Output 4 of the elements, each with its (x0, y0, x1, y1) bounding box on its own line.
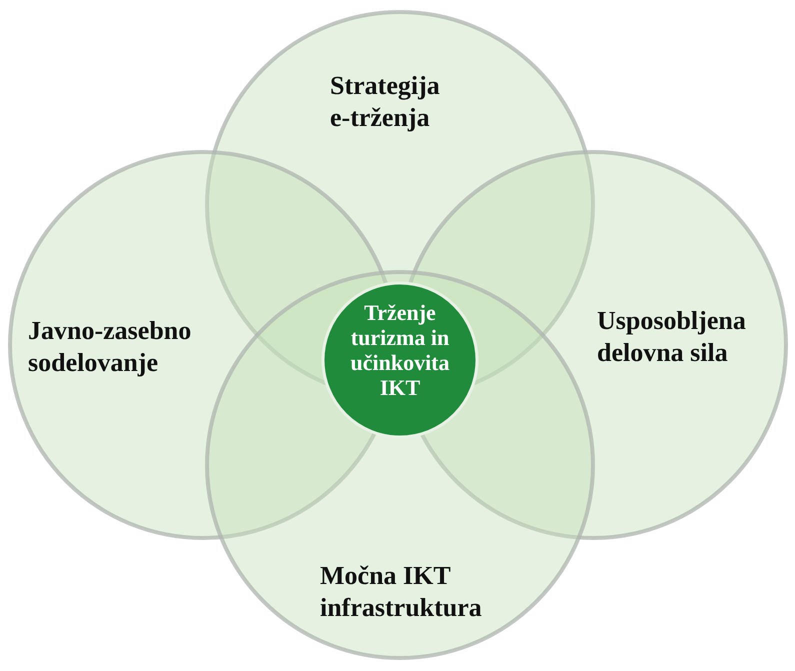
circle-label: Usposobljena delovna sila (597, 305, 787, 369)
circle-label: Javno-zasebno sodelovanje (28, 315, 228, 379)
circle-label: Strategija e-trženja (330, 70, 465, 134)
circle-label: Močna IKT infrastruktura (320, 560, 520, 624)
